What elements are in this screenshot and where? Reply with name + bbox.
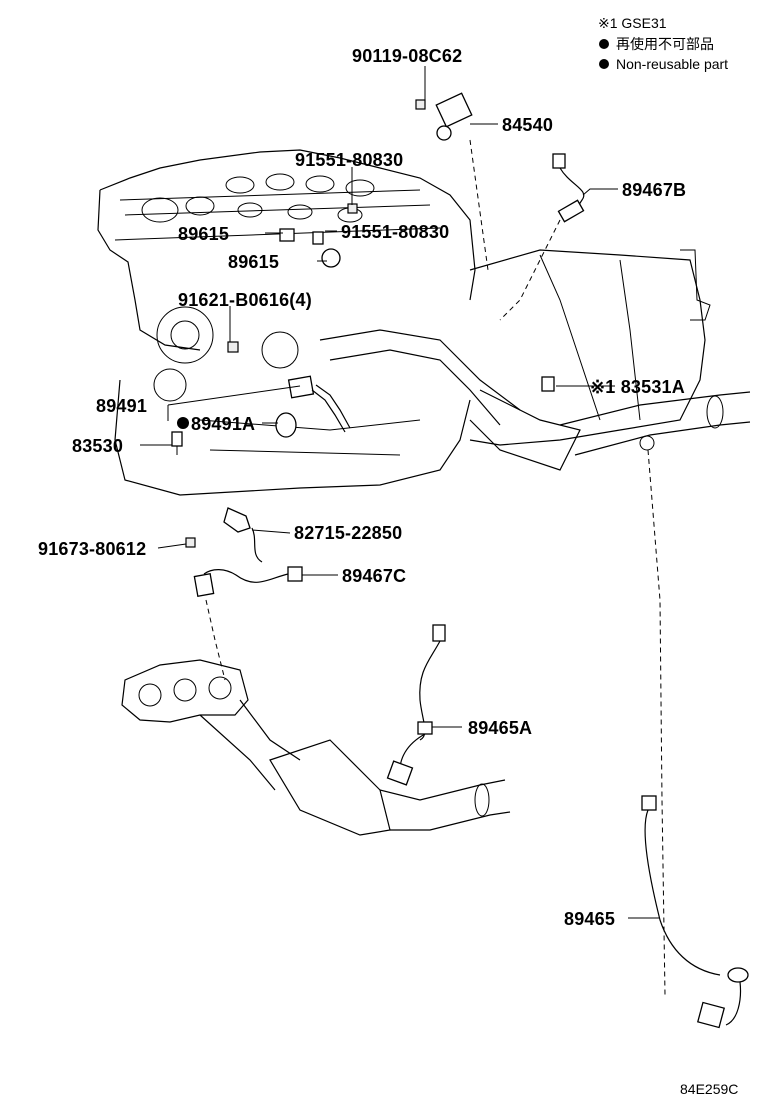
label-91673-80612: 91673-80612 <box>38 539 146 559</box>
label-89491a: 89491A <box>191 414 255 434</box>
label-90119-08c62: 90119-08C62 <box>352 46 462 66</box>
label-89467c: 89467C <box>342 566 406 586</box>
label-91621-b0616: 91621-B0616(4) <box>178 290 312 310</box>
label-91551-80830-a: 91551-80830 <box>295 150 403 170</box>
label-89467b: 89467B <box>622 180 686 200</box>
label-83530: 83530 <box>72 436 123 456</box>
legend-note: ※1 GSE31 <box>598 15 667 31</box>
sensor-89465-drawing <box>639 435 749 1029</box>
bolts-drawing <box>279 203 358 268</box>
non-reusable-dot-icon <box>599 39 609 49</box>
non-reusable-dot-icon <box>177 417 189 429</box>
engine-assembly-drawing <box>97 149 751 496</box>
exhaust-manifold-drawing <box>121 624 511 836</box>
label-89615-b: 89615 <box>228 252 279 272</box>
label-84540: 84540 <box>502 115 553 135</box>
label-89615-a: 89615 <box>178 224 229 244</box>
legend-line-2: Non-reusable part <box>616 56 728 72</box>
legend-line-1: 再使用不可部品 <box>616 36 714 52</box>
label-89465: 89465 <box>564 909 615 929</box>
sensor-84540-drawing <box>415 92 489 271</box>
label-91551-80830-b: 91551-80830 <box>341 222 449 242</box>
sensor-89467b-drawing <box>499 153 585 321</box>
leader-lines <box>140 66 660 919</box>
label-83531a: ※1 83531A <box>590 377 685 397</box>
legend: ※1 GSE31 再使用不可部品 Non-reusable part <box>598 15 728 72</box>
figure-code: 84E259C <box>680 1081 738 1097</box>
part-labels: 90119-08C62 84540 91551-80830 89467B 896… <box>38 46 686 929</box>
non-reusable-dot-icon <box>599 59 609 69</box>
label-89465a: 89465A <box>468 718 532 738</box>
sensor-89467c-drawing <box>185 507 303 681</box>
label-82715-22850: 82715-22850 <box>294 523 402 543</box>
label-89491: 89491 <box>96 396 147 416</box>
